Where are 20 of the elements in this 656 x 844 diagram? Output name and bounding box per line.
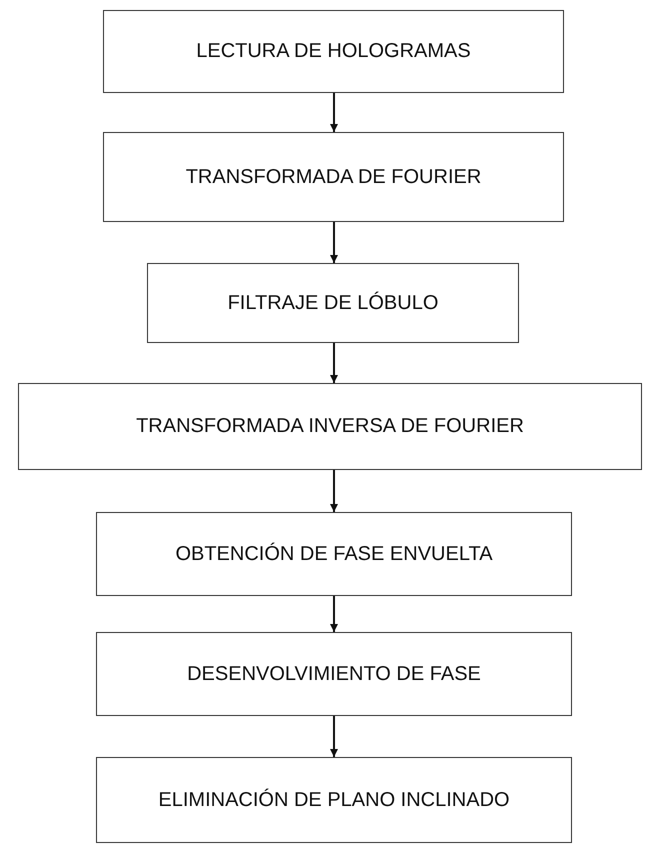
process-box [103, 132, 564, 222]
step-label: DESENVOLVIMIENTO DE FASE [187, 662, 481, 686]
process-box [96, 632, 572, 716]
process-box [103, 10, 564, 93]
process-box [147, 263, 519, 343]
step-label: FILTRAJE DE LÓBULO [228, 292, 438, 314]
arrow [330, 222, 338, 263]
step-label: LECTURA DE HOLOGRAMAS [196, 40, 471, 63]
arrow [330, 343, 338, 383]
process-box [18, 383, 642, 470]
step-label: TRANSFORMADA INVERSA DE FOURIER [136, 415, 524, 438]
step-label: OBTENCIÓN DE FASE ENVUELTA [175, 542, 493, 566]
arrow [330, 470, 338, 512]
arrow [330, 716, 338, 757]
process-box [96, 512, 572, 596]
step-label: TRANSFORMADA DE FOURIER [186, 166, 482, 188]
arrow [330, 93, 338, 132]
arrow [330, 596, 338, 632]
step-label: ELIMINACIÓN DE PLANO INCLINADO [158, 788, 510, 812]
process-box [96, 757, 572, 843]
